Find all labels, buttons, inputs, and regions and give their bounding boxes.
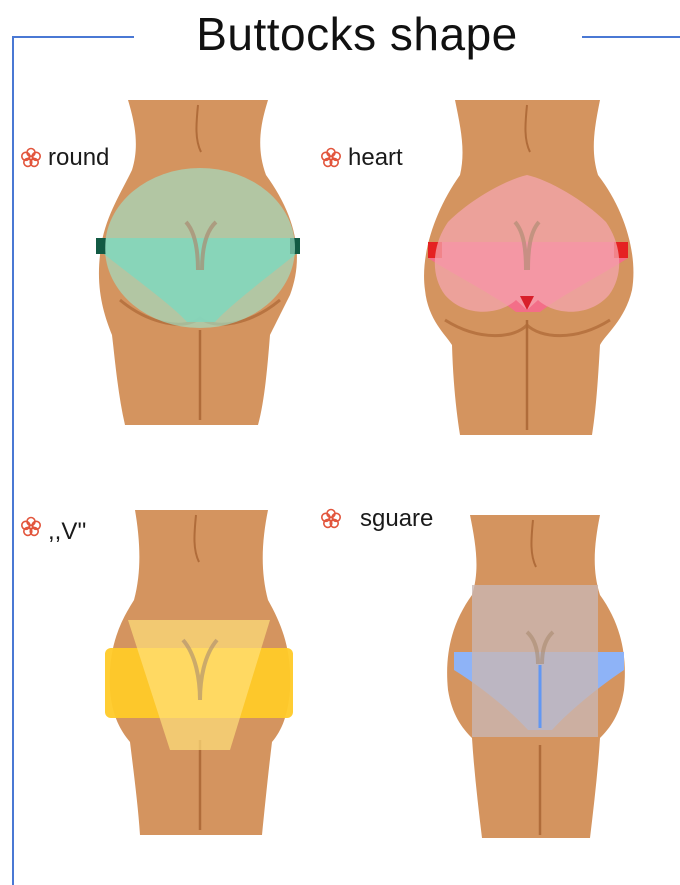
figure-v <box>105 510 293 835</box>
waistband-edge-left <box>96 238 106 254</box>
figure-round <box>96 100 300 425</box>
figure-heart <box>424 100 633 435</box>
shape-overlay-square <box>472 585 598 737</box>
figure-square <box>447 515 625 838</box>
shape-overlay-round <box>105 168 295 328</box>
